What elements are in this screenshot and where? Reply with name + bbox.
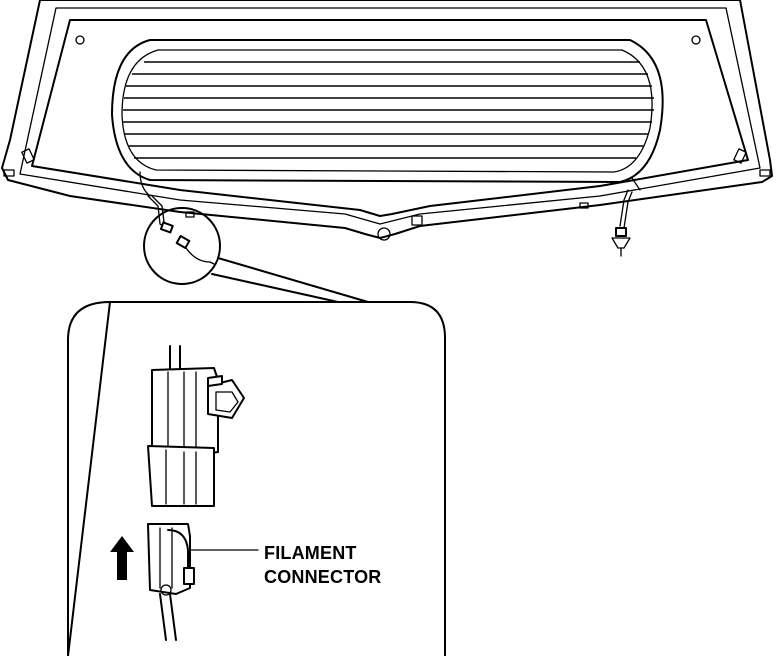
defroster-grid-area (111, 39, 664, 197)
up-arrow-icon (110, 536, 134, 580)
harness-connector (147, 345, 245, 507)
filament-connector-label-line1: FILAMENT (264, 543, 357, 563)
detail-callout-box (67, 301, 446, 656)
filament-connector (147, 523, 259, 641)
detail-magnifier-circle (143, 207, 369, 303)
rear-glass-panel (1, 0, 773, 241)
left-filament-wire (147, 195, 215, 265)
right-filament-wire (611, 189, 633, 257)
filament-connector-label: FILAMENT CONNECTOR (264, 541, 381, 589)
filament-connector-label-line2: CONNECTOR (264, 567, 382, 587)
heating-filament-lines (123, 61, 654, 159)
